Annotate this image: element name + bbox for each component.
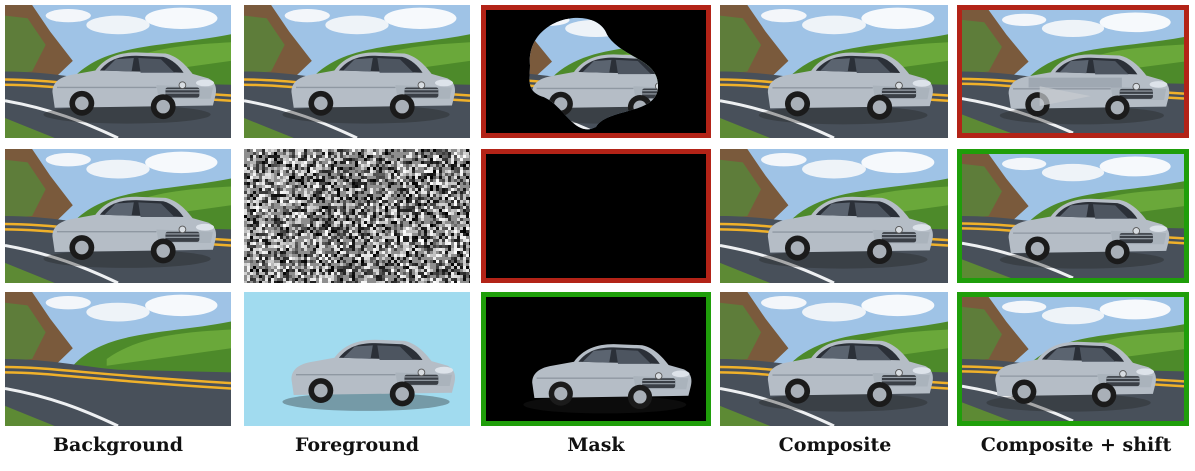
panel-background-row-3 [5,292,231,426]
scene-car-glitched-image [962,10,1184,133]
mask-partial-car-image [486,10,706,133]
panel-mask-row-2 [481,149,711,283]
scene-car-image [244,5,470,138]
panel-foreground-row-2 [244,149,470,283]
panel-composite-row-3 [720,292,948,426]
panel-mask-row-1 [481,5,711,138]
mask-car-image [486,297,706,421]
panel-composite-shift-row-3 [957,292,1189,426]
column-label-mask: Mask [567,434,625,456]
scene-car-shifted-image [962,297,1184,421]
column-label-composite-shift: Composite + shift [980,434,1172,456]
panel-composite-shift-row-2 [957,149,1189,283]
panel-background-row-2 [5,149,231,283]
panel-composite-row-1 [720,5,948,138]
noise-image [244,149,470,283]
panel-composite-shift-row-1 [957,5,1189,138]
scene-car-image [720,292,948,426]
car-on-blue-image [244,292,470,426]
scene-car-image [962,154,1184,278]
panel-mask-row-3 [481,292,711,426]
column-label-foreground: Foreground [294,434,420,456]
scene-car-image [720,5,948,138]
panel-foreground-row-3 [244,292,470,426]
scene-car-image [720,149,948,283]
scene-car-image [5,5,231,138]
scene-car-image [5,149,231,283]
panel-background-row-1 [5,5,231,138]
column-label-composite: Composite [778,434,892,456]
mask-empty-image [486,154,706,278]
column-label-background: Background [53,434,183,456]
panel-composite-row-2 [720,149,948,283]
panel-foreground-row-1 [244,5,470,138]
scene-empty-image [5,292,231,426]
